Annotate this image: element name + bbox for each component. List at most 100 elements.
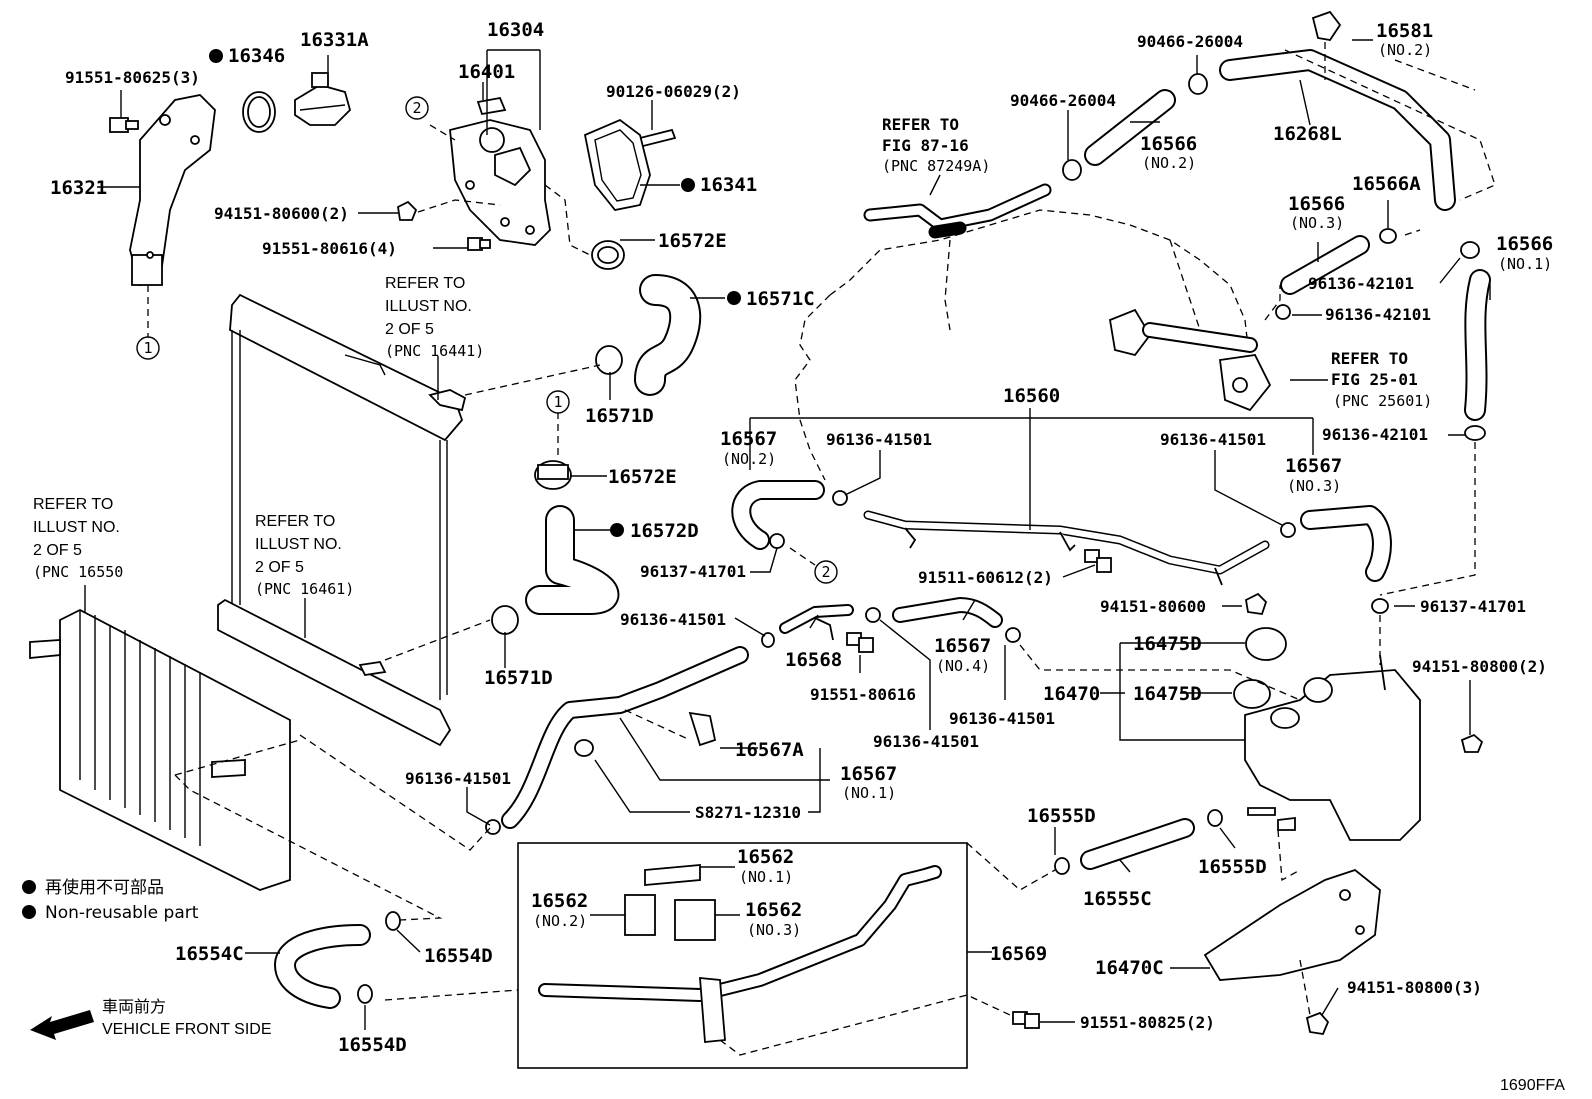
svg-text:2: 2 <box>412 99 421 117</box>
clamp-16571d-bot <box>491 605 519 635</box>
hose-16554c <box>274 924 371 1009</box>
label-16562-no3: 16562 <box>745 899 802 921</box>
label-91551-80825: 91551-80825(2) <box>1080 1013 1215 1032</box>
label-16571c: 16571C <box>746 288 815 310</box>
svg-text:REFER TO: REFER TO <box>1331 349 1408 368</box>
label-16321: 16321 <box>50 177 107 199</box>
label-16566-no1: 16566 <box>1496 233 1553 255</box>
clip-s8271-12310 <box>574 739 594 757</box>
stud-16401 <box>476 96 507 116</box>
label-90466-b: 90466-26004 <box>1010 91 1116 110</box>
svg-text:ILLUST NO.: ILLUST NO. <box>385 298 472 315</box>
refer-illust-16441: REFER TO ILLUST NO. 2 OF 5 (PNC 16441) <box>385 275 484 360</box>
clamp-96136-42101-b <box>1275 304 1291 320</box>
clamp-16555d-a <box>1054 857 1070 875</box>
bolt-91551-80625 <box>109 117 139 133</box>
label-16572e-mid: 16572E <box>608 466 677 488</box>
bracket-16470c <box>1203 868 1381 981</box>
label-96137-41701-a: 96137-41701 <box>640 562 746 581</box>
svg-text:REFER TO: REFER TO <box>882 115 959 134</box>
bolt-91551-80616 <box>467 237 491 251</box>
clamp-16554d-b <box>357 984 373 1004</box>
label-16341: 16341 <box>700 174 757 196</box>
hose-16566-no3 <box>1280 235 1370 295</box>
legend: 再使用不可部品 Non-reusable part <box>45 877 199 923</box>
radiator-tank-upper <box>229 293 467 442</box>
label-91511-60612: 91511-60612(2) <box>918 568 1053 587</box>
label-16568: 16568 <box>785 649 842 671</box>
label-16567-no3: 16567 <box>1285 455 1342 477</box>
callout-1-mid: 1 <box>546 390 570 414</box>
clamp-96136-41501-d <box>865 607 881 623</box>
part-labels: 16304 16331A 16346 91551-80625(3) 16401 … <box>50 19 1553 1056</box>
label-91551-80616: 91551-80616 <box>810 685 916 704</box>
reservoir-16470 <box>1244 654 1421 841</box>
refer-illust-16550: REFER TO ILLUST NO. 2 OF 5 (PNC 16550 <box>33 496 123 581</box>
label-94151-80600: 94151-80600 <box>1100 597 1206 616</box>
hose-16555c <box>1080 818 1195 870</box>
clamp-16572e-top <box>591 240 625 270</box>
svg-text:VEHICLE FRONT SIDE: VEHICLE FRONT SIDE <box>102 1021 272 1038</box>
hose-16566-no1 <box>1464 269 1491 421</box>
nut-94151-80600 <box>1245 592 1268 615</box>
clamp-16566a <box>1379 228 1397 244</box>
hose-16567-no2 <box>731 480 825 550</box>
clamp-96136-41501-b <box>1280 522 1296 538</box>
label-94151-80600-2: 94151-80600(2) <box>214 204 349 223</box>
hose-16572d <box>525 505 620 616</box>
svg-text:REFER TO: REFER TO <box>33 496 113 513</box>
legend-en: Non-reusable part <box>45 903 199 923</box>
label-16567-no1-sub: (NO.1) <box>842 784 896 802</box>
svg-text:ILLUST NO.: ILLUST NO. <box>33 519 120 536</box>
label-96136-42101-b: 96136-42101 <box>1325 305 1431 324</box>
svg-text:FIG 25-01: FIG 25-01 <box>1331 370 1418 389</box>
clamp-96136-41501-e <box>1005 627 1021 643</box>
label-16569: 16569 <box>990 943 1047 965</box>
svg-text:ILLUST NO.: ILLUST NO. <box>255 536 342 553</box>
label-96136-41501-c: 96136-41501 <box>620 610 726 629</box>
svg-text:(PNC 16461): (PNC 16461) <box>255 580 354 598</box>
label-16562-no1-sub: (NO.1) <box>739 868 793 886</box>
svg-text:(PNC 16441): (PNC 16441) <box>385 342 484 360</box>
label-90126: 90126-06029(2) <box>606 82 741 101</box>
radiator-tank-lower <box>217 598 452 747</box>
label-16562-no2: 16562 <box>531 890 588 912</box>
callout-2-mid: 2 <box>814 560 838 584</box>
hose-16567-no3 <box>1300 505 1392 582</box>
label-16581-sub: (NO.2) <box>1378 41 1432 59</box>
label-s8271-12310: S8271-12310 <box>695 803 801 822</box>
label-16475d-a: 16475D <box>1133 633 1202 655</box>
hose-pnc87249a <box>863 183 1052 239</box>
svg-text:(PNC 87249A): (PNC 87249A) <box>882 157 990 175</box>
label-90466-a: 90466-26004 <box>1137 32 1243 51</box>
gasket-16346 <box>242 91 276 133</box>
thermostat-16331a <box>294 72 352 126</box>
leader-lines <box>84 39 1491 1030</box>
label-16567-no3-sub: (NO.3) <box>1287 477 1341 495</box>
vehicle-front-indicator: 車両前方 VEHICLE FRONT SIDE <box>30 998 272 1040</box>
label-16567-no2-sub: (NO.2) <box>722 450 776 468</box>
label-96136-41501-b: 96136-41501 <box>1160 430 1266 449</box>
callout-2-top: 2 <box>405 96 429 120</box>
label-16566a: 16566A <box>1352 173 1421 195</box>
label-96137-41701-b: 96137-41701 <box>1420 597 1526 616</box>
hose-16268l <box>1219 49 1456 211</box>
clamp-16581 <box>1311 10 1342 41</box>
label-16581: 16581 <box>1376 20 1433 42</box>
label-16566-no2: 16566 <box>1140 133 1197 155</box>
water-inlet-16321 <box>129 94 216 287</box>
clamp-16571d-top <box>595 345 623 375</box>
label-16571d-bot: 16571D <box>484 667 553 689</box>
svg-text:2 OF 5: 2 OF 5 <box>33 542 82 559</box>
label-96136-41501-a: 96136-41501 <box>826 430 932 449</box>
label-16554d-a: 16554D <box>424 945 493 967</box>
label-16331a: 16331A <box>300 29 369 51</box>
nut-94151-80600 <box>397 200 418 221</box>
label-16567-no1: 16567 <box>840 763 897 785</box>
nut-94151-80800-2 <box>1460 733 1484 753</box>
condenser <box>29 608 291 891</box>
label-16555d-b: 16555D <box>1198 856 1267 878</box>
hose-16567-no4 <box>892 597 1003 628</box>
label-16562-no3-sub: (NO.3) <box>747 921 801 939</box>
